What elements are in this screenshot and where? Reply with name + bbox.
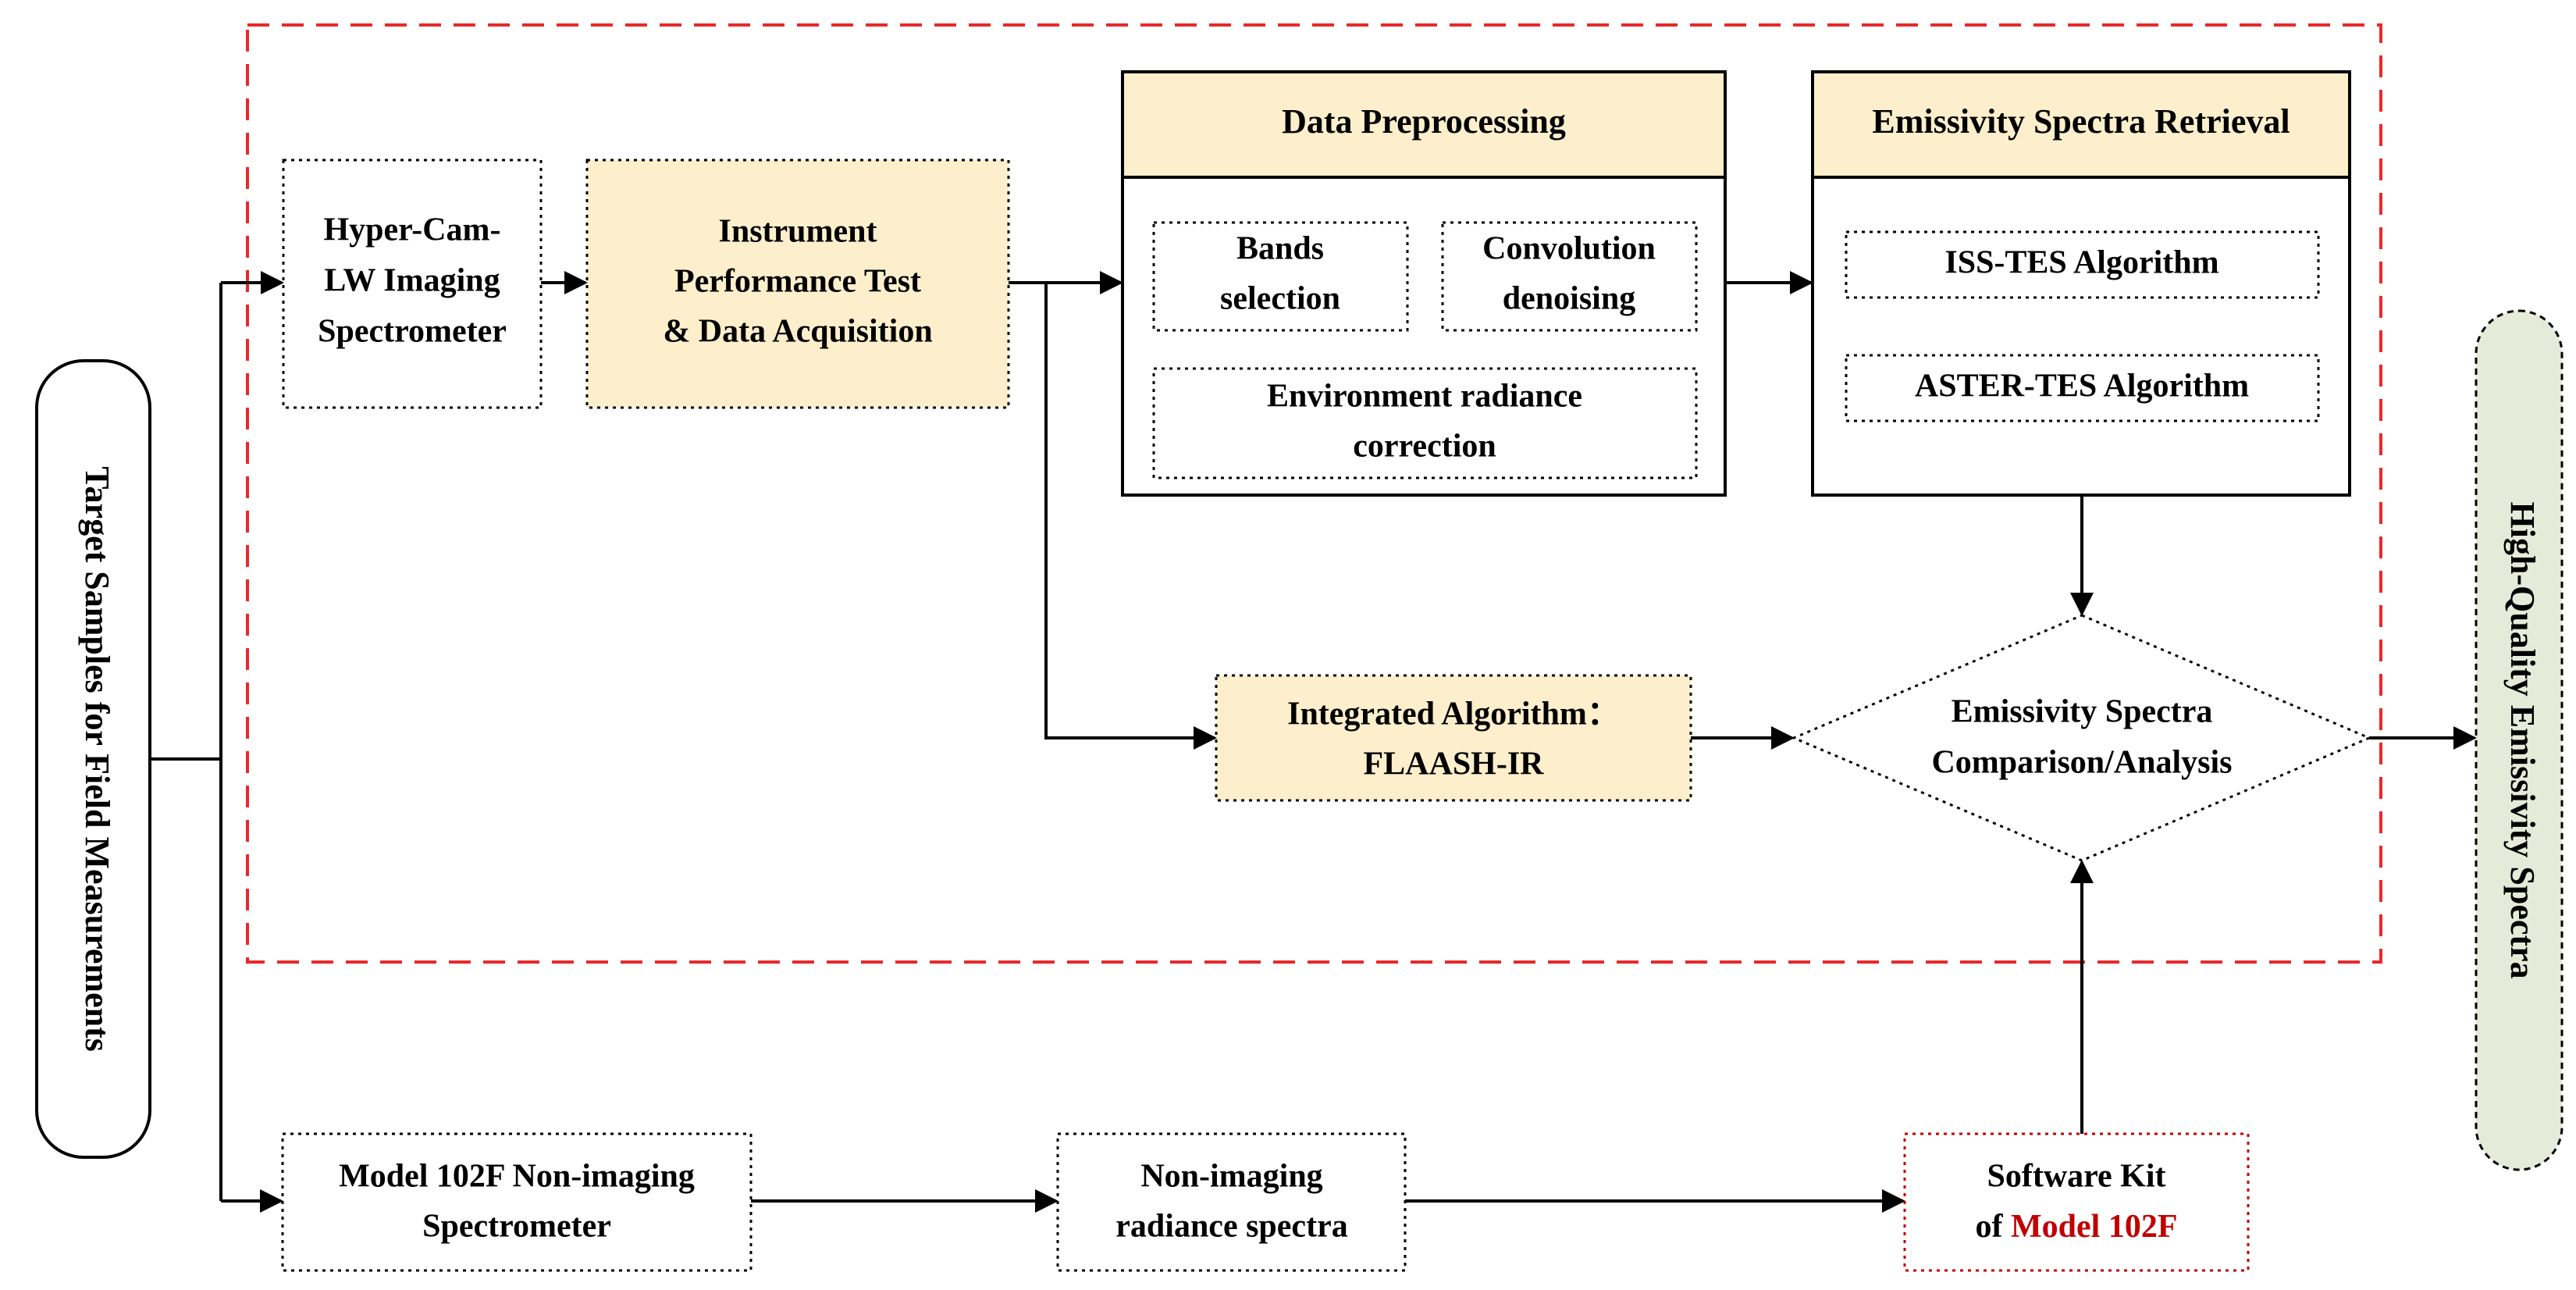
imaging-workflow-frame	[246, 23, 2382, 964]
arrow-instrument-integrated	[1044, 283, 1217, 750]
bands-selection-box	[1152, 221, 1409, 332]
aster-tes-box	[1845, 354, 2320, 422]
output-label: High-Quality Emissivity Spectra	[2503, 501, 2542, 978]
software-kit-line-1: Software Kit	[1987, 1159, 2165, 1195]
comparison-line-2: Comparison/Analysis	[1931, 745, 2232, 781]
target-samples-node: Target Samples for Field Measurements	[35, 359, 151, 1159]
comparison-decision-node: Emissivity Spectra Comparison/Analysis	[1791, 614, 2372, 862]
model-102f-node: Model 102F Non-imaging Spectrometer	[281, 1132, 753, 1272]
instrument-test-line-1: Instrument	[718, 214, 877, 250]
bands-line-2: selection	[1220, 281, 1340, 317]
integrated-line-2: FLAASH-IR	[1363, 747, 1544, 782]
connectors	[150, 271, 2477, 1213]
environment-correction-box	[1152, 367, 1698, 479]
software-kit-prefix: of	[1976, 1209, 2012, 1245]
hypercam-line-2: LW Imaging	[324, 263, 500, 299]
nonimaging-line-2: radiance spectra	[1115, 1209, 1347, 1245]
software-kit-line-2: of Model 102F	[1976, 1209, 2178, 1245]
output-node: High-Quality Emissivity Spectra	[2475, 309, 2564, 1171]
retrieval-title: Emissivity Spectra Retrieval	[1872, 102, 2290, 141]
iss-tes-label: ISS-TES Algorithm	[1944, 245, 2218, 281]
instrument-test-line-3: & Data Acquisition	[663, 314, 932, 350]
preprocessing-title: Data Preprocessing	[1282, 102, 1566, 141]
model102f-line-2: Spectrometer	[422, 1209, 611, 1245]
environment-line-1: Environment radiance	[1267, 379, 1582, 415]
hypercam-line-3: Spectrometer	[318, 314, 507, 350]
instrument-test-node: Instrument Performance Test & Data Acqui…	[585, 159, 1010, 409]
emissivity-retrieval-node: Emissivity Spectra Retrieval ISS-TES Alg…	[1811, 70, 2351, 497]
nonimaging-spectra-node: Non-imaging radiance spectra	[1056, 1132, 1407, 1272]
convolution-line-1: Convolution	[1482, 231, 1656, 267]
iss-tes-box	[1845, 230, 2320, 299]
software-kit-model: Model 102F	[2011, 1209, 2177, 1245]
hypercam-line-1: Hyper-Cam-	[323, 212, 500, 248]
data-preprocessing-node: Data Preprocessing Bands selection Convo…	[1121, 70, 1727, 497]
convolution-box	[1441, 221, 1698, 332]
target-samples-label: Target Samples for Field Measurements	[78, 466, 116, 1052]
integrated-line-1: Integrated Algorithm：	[1287, 697, 1620, 732]
bands-line-1: Bands	[1236, 231, 1324, 267]
nonimaging-line-1: Non-imaging	[1140, 1159, 1322, 1195]
comparison-line-1: Emissivity Spectra	[1952, 694, 2213, 730]
model102f-line-1: Model 102F Non-imaging	[339, 1159, 695, 1195]
aster-tes-label: ASTER-TES Algorithm	[1915, 369, 2249, 404]
convolution-line-2: denoising	[1503, 281, 1635, 317]
hypercam-node: Hyper-Cam- LW Imaging Spectrometer	[282, 159, 543, 409]
software-kit-node: Software Kit of Model 102F	[1903, 1132, 2250, 1272]
instrument-test-line-2: Performance Test	[674, 264, 921, 300]
integrated-algorithm-node: Integrated Algorithm： FLAASH-IR	[1215, 674, 1692, 802]
environment-line-2: correction	[1353, 429, 1496, 465]
